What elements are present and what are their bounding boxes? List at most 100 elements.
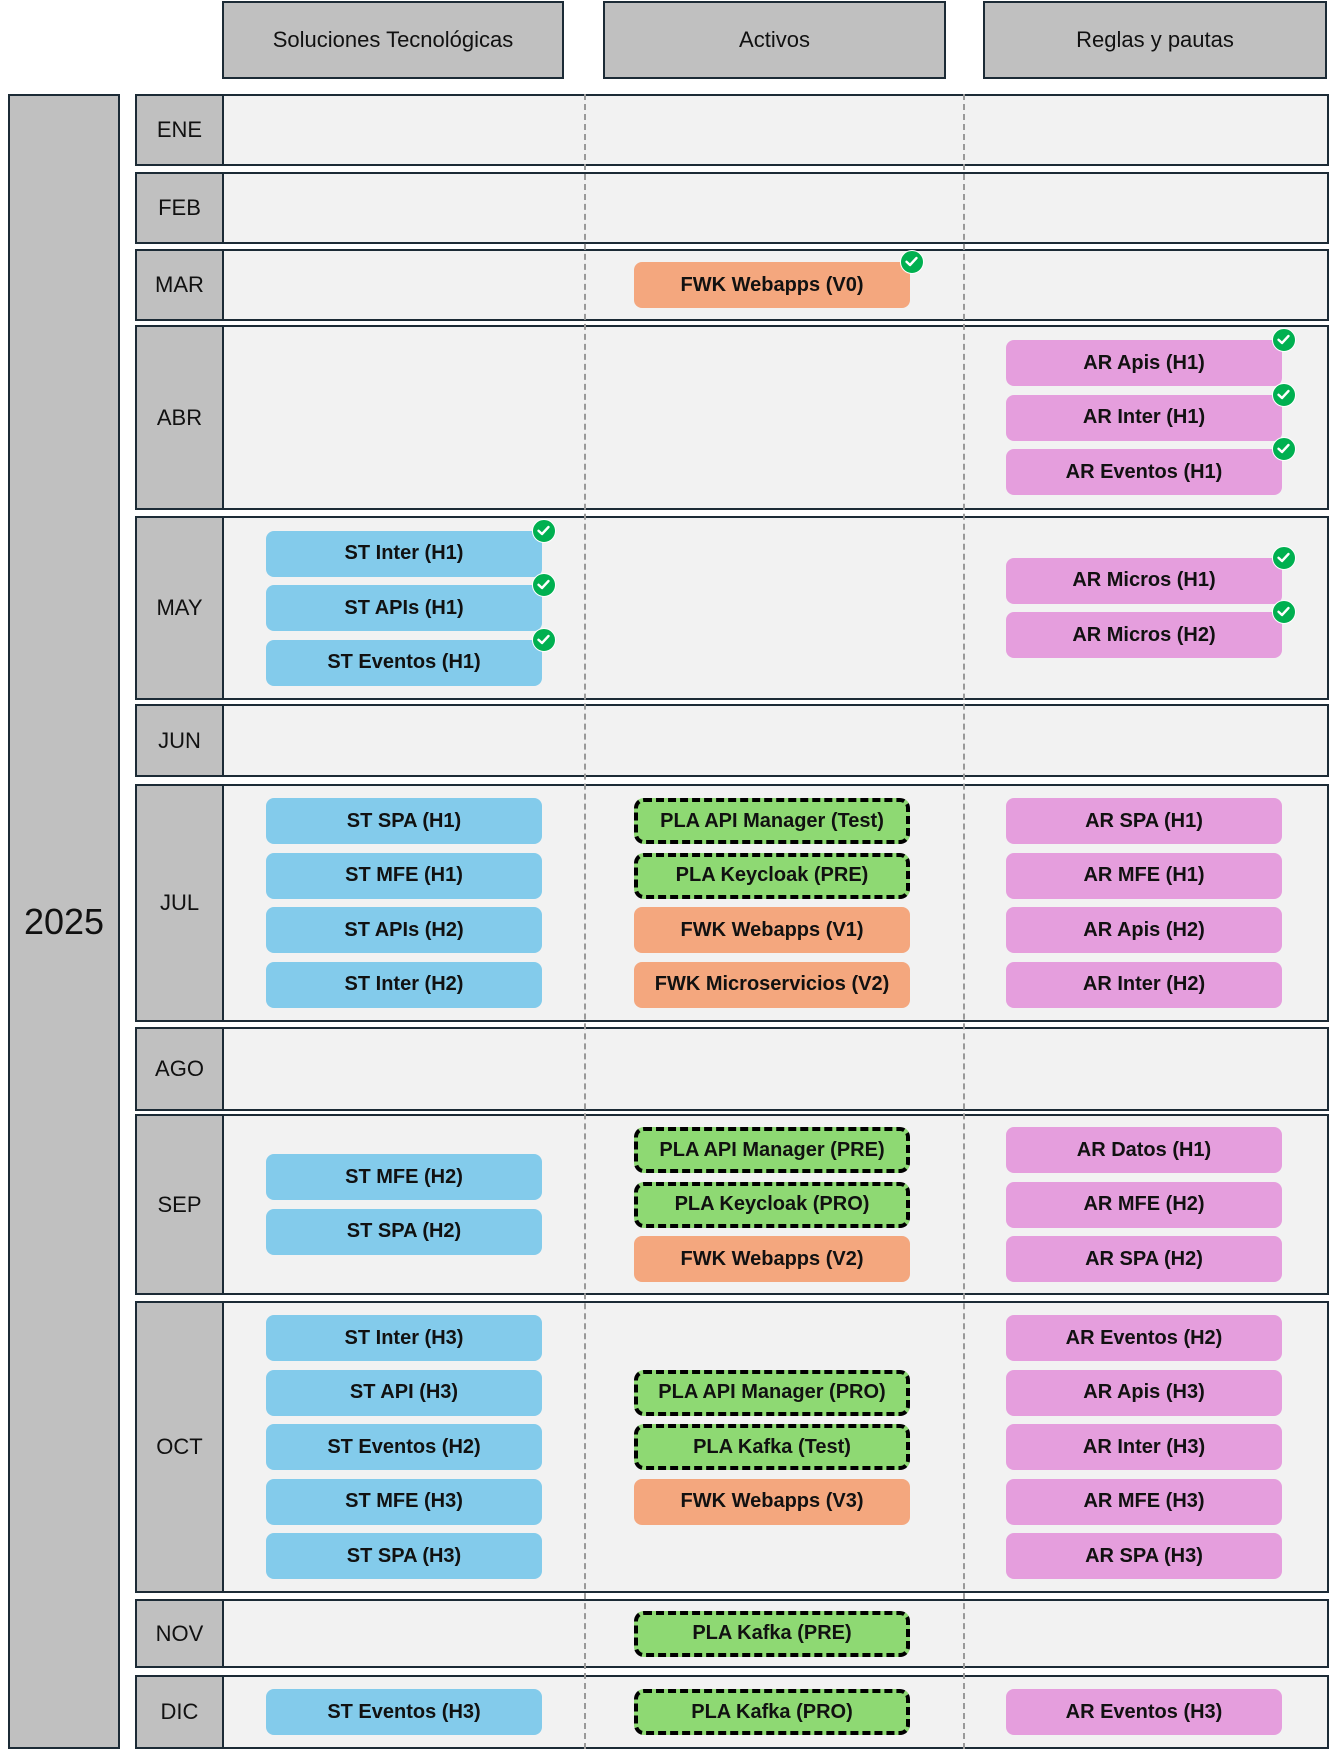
fwk-milestone: FWK Webapps (V1)	[634, 907, 910, 954]
st-milestone: ST Eventos (H2)	[266, 1424, 542, 1470]
milestone-label: AR Eventos (H3)	[1065, 1700, 1223, 1723]
milestone-label: AR MFE (H3)	[1083, 1490, 1205, 1512]
milestone-label: AR Inter (H2)	[1082, 973, 1206, 996]
ar-milestone: AR Eventos (H3)	[1006, 1689, 1282, 1735]
header-reglas-y-pautas: Reglas y pautas	[983, 1, 1327, 79]
milestone-label: ST SPA (H2)	[346, 1220, 462, 1243]
milestone-label: ST SPA (H1)	[346, 809, 462, 832]
milestone-label: AR SPA (H3)	[1085, 1544, 1203, 1567]
st-milestone: ST Inter (H1)	[266, 518, 556, 577]
month-label: MAR	[137, 251, 224, 319]
header-activos: Activos	[603, 1, 946, 79]
month-row-jun: JUN	[135, 704, 1329, 777]
pla-milestone: PLA Keycloak (PRO)	[634, 1181, 910, 1228]
month-label: OCT	[137, 1303, 224, 1591]
st-milestone: ST Eventos (H3)	[266, 1689, 542, 1735]
milestone-label: FWK Webapps (V2)	[680, 1247, 864, 1270]
st-milestone: ST MFE (H3)	[266, 1478, 542, 1525]
milestone-label: AR Micros (H2)	[1072, 623, 1216, 646]
st-milestone: ST SPA (H3)	[266, 1533, 542, 1579]
milestone-label: ST Inter (H1)	[344, 542, 464, 564]
milestone-label: ST Eventos (H1)	[327, 651, 481, 673]
month-label: ABR	[137, 327, 224, 508]
month-label: DIC	[137, 1677, 224, 1747]
milestone-label: AR Micros (H1)	[1072, 569, 1216, 592]
milestone-label: PLA Keycloak (PRO)	[674, 1193, 870, 1215]
month-label: NOV	[137, 1601, 224, 1666]
st-milestone: ST API (H3)	[266, 1369, 542, 1416]
milestone-label: AR MFE (H2)	[1083, 1193, 1205, 1215]
milestone-label: ST MFE (H3)	[345, 1490, 463, 1512]
ar-milestone: AR SPA (H1)	[1006, 798, 1282, 845]
milestone-label: FWK Microservicios (V2)	[654, 973, 890, 996]
ar-milestone: AR Eventos (H2)	[1006, 1315, 1282, 1361]
column-divider-1	[584, 94, 586, 1749]
st-milestone: ST Inter (H3)	[266, 1315, 542, 1361]
milestone-label: AR Inter (H3)	[1082, 1435, 1206, 1458]
header-soluciones-tecnologicas: Soluciones Tecnológicas	[222, 1, 564, 79]
fwk-milestone: FWK Webapps (V3)	[634, 1478, 910, 1525]
milestone-label: PLA Kafka (PRE)	[692, 1622, 852, 1644]
milestone-label: PLA Kafka (PRO)	[691, 1700, 853, 1723]
ar-milestone: AR Apis (H2)	[1006, 907, 1282, 954]
ar-milestone: AR SPA (H2)	[1006, 1236, 1282, 1282]
milestone-label: AR MFE (H1)	[1083, 864, 1205, 887]
st-milestone: ST MFE (H1)	[266, 852, 542, 899]
milestone-label: PLA API Manager (Test)	[660, 809, 884, 832]
milestone-label: AR Eventos (H1)	[1065, 460, 1223, 483]
st-milestone: ST APIs (H2)	[266, 907, 542, 954]
ar-milestone: AR Eventos (H1)	[1006, 437, 1296, 495]
month-row-feb: FEB	[135, 172, 1329, 244]
check-circle-icon	[1272, 437, 1296, 461]
st-milestone: ST MFE (H2)	[266, 1154, 542, 1201]
month-label: ENE	[137, 96, 224, 164]
ar-milestone: AR Micros (H1)	[1006, 545, 1296, 604]
milestone-label: ST API (H3)	[349, 1381, 459, 1403]
milestone-label: ST Eventos (H3)	[327, 1700, 481, 1723]
pla-milestone: PLA Kafka (PRO)	[634, 1689, 910, 1735]
month-label: MAY	[137, 518, 224, 698]
month-label: FEB	[137, 174, 224, 242]
milestone-label: FWK Webapps (V3)	[680, 1490, 864, 1512]
ar-milestone: AR MFE (H1)	[1006, 852, 1282, 899]
ar-milestone: AR MFE (H3)	[1006, 1478, 1282, 1525]
st-milestone: ST SPA (H1)	[266, 798, 542, 845]
milestone-label: AR Apis (H3)	[1083, 1381, 1205, 1403]
check-circle-icon	[532, 573, 556, 597]
milestone-label: PLA API Manager (PRE)	[659, 1138, 885, 1161]
ar-milestone: AR Inter (H2)	[1006, 961, 1282, 1008]
month-label: JUN	[137, 706, 224, 775]
milestone-label: ST APIs (H1)	[344, 596, 464, 619]
month-row-ago: AGO	[135, 1027, 1329, 1111]
month-row-ene: ENE	[135, 94, 1329, 166]
ar-milestone: AR MFE (H2)	[1006, 1181, 1282, 1228]
column-divider-2	[963, 94, 965, 1749]
pla-milestone: PLA Kafka (Test)	[634, 1424, 910, 1470]
fwk-milestone: FWK Webapps (V0)	[634, 250, 924, 308]
ar-milestone: AR Inter (H3)	[1006, 1424, 1282, 1470]
check-circle-icon	[532, 627, 556, 652]
check-circle-icon	[1272, 382, 1296, 407]
milestone-label: ST MFE (H1)	[345, 864, 463, 887]
milestone-label: AR Eventos (H2)	[1065, 1326, 1223, 1349]
milestone-label: PLA Keycloak (PRE)	[675, 864, 869, 887]
ar-milestone: AR Apis (H3)	[1006, 1369, 1282, 1416]
ar-milestone: AR SPA (H3)	[1006, 1533, 1282, 1579]
st-milestone: ST APIs (H1)	[266, 573, 556, 631]
pla-milestone: PLA Keycloak (PRE)	[634, 852, 910, 899]
milestone-label: AR Inter (H1)	[1082, 406, 1206, 428]
milestone-label: FWK Webapps (V1)	[680, 918, 864, 941]
check-circle-icon	[900, 250, 924, 274]
st-milestone: ST Eventos (H1)	[266, 627, 556, 686]
pla-milestone: PLA Kafka (PRE)	[634, 1610, 910, 1657]
ar-milestone: AR Inter (H1)	[1006, 382, 1296, 441]
st-milestone: ST Inter (H2)	[266, 961, 542, 1008]
month-label: SEP	[137, 1116, 224, 1293]
milestone-label: AR SPA (H1)	[1085, 809, 1203, 832]
month-label: AGO	[137, 1029, 224, 1109]
fwk-milestone: FWK Webapps (V2)	[634, 1236, 910, 1282]
pla-milestone: PLA API Manager (PRO)	[634, 1369, 910, 1416]
milestone-label: AR Apis (H1)	[1083, 351, 1205, 374]
check-circle-icon	[1272, 545, 1296, 570]
pla-milestone: PLA API Manager (PRE)	[634, 1127, 910, 1173]
